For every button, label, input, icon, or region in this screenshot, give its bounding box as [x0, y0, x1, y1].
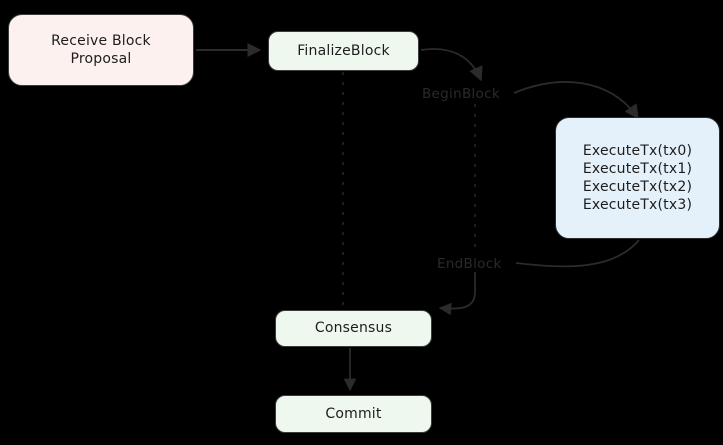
node-execute-tx-line-0: ExecuteTx(tx0): [582, 142, 693, 159]
edge-finalize-to-beginblock: [420, 48, 483, 82]
node-execute-tx-line-1: ExecuteTx(tx1): [582, 160, 693, 177]
node-receive-block-proposal-line-0: Receive Block: [51, 32, 151, 49]
edge-beginblock-to-executetx: [513, 81, 639, 120]
node-consensus-label: Consensus: [314, 320, 393, 337]
node-consensus[interactable]: Consensus: [275, 310, 432, 347]
edge-executetx-to-endblock: [515, 239, 640, 268]
node-execute-tx[interactable]: ExecuteTx(tx0) ExecuteTx(tx1) ExecuteTx(…: [555, 117, 720, 239]
edge-endblock-to-consensus: [438, 272, 476, 316]
edge-label-begin-block: BeginBlock: [422, 86, 500, 102]
node-receive-block-proposal[interactable]: Receive Block Proposal: [8, 14, 194, 86]
node-commit[interactable]: Commit: [275, 395, 432, 433]
node-execute-tx-line-2: ExecuteTx(tx2): [582, 179, 693, 195]
node-commit-label: Commit: [325, 405, 382, 422]
node-execute-tx-line-3: ExecuteTx(tx3): [582, 197, 693, 214]
node-receive-block-proposal-line-1: Proposal: [70, 51, 132, 67]
node-finalize-block[interactable]: FinalizeBlock: [268, 31, 419, 71]
node-finalize-block-label: FinalizeBlock: [297, 42, 390, 59]
edge-label-end-block: EndBlock: [437, 256, 502, 272]
